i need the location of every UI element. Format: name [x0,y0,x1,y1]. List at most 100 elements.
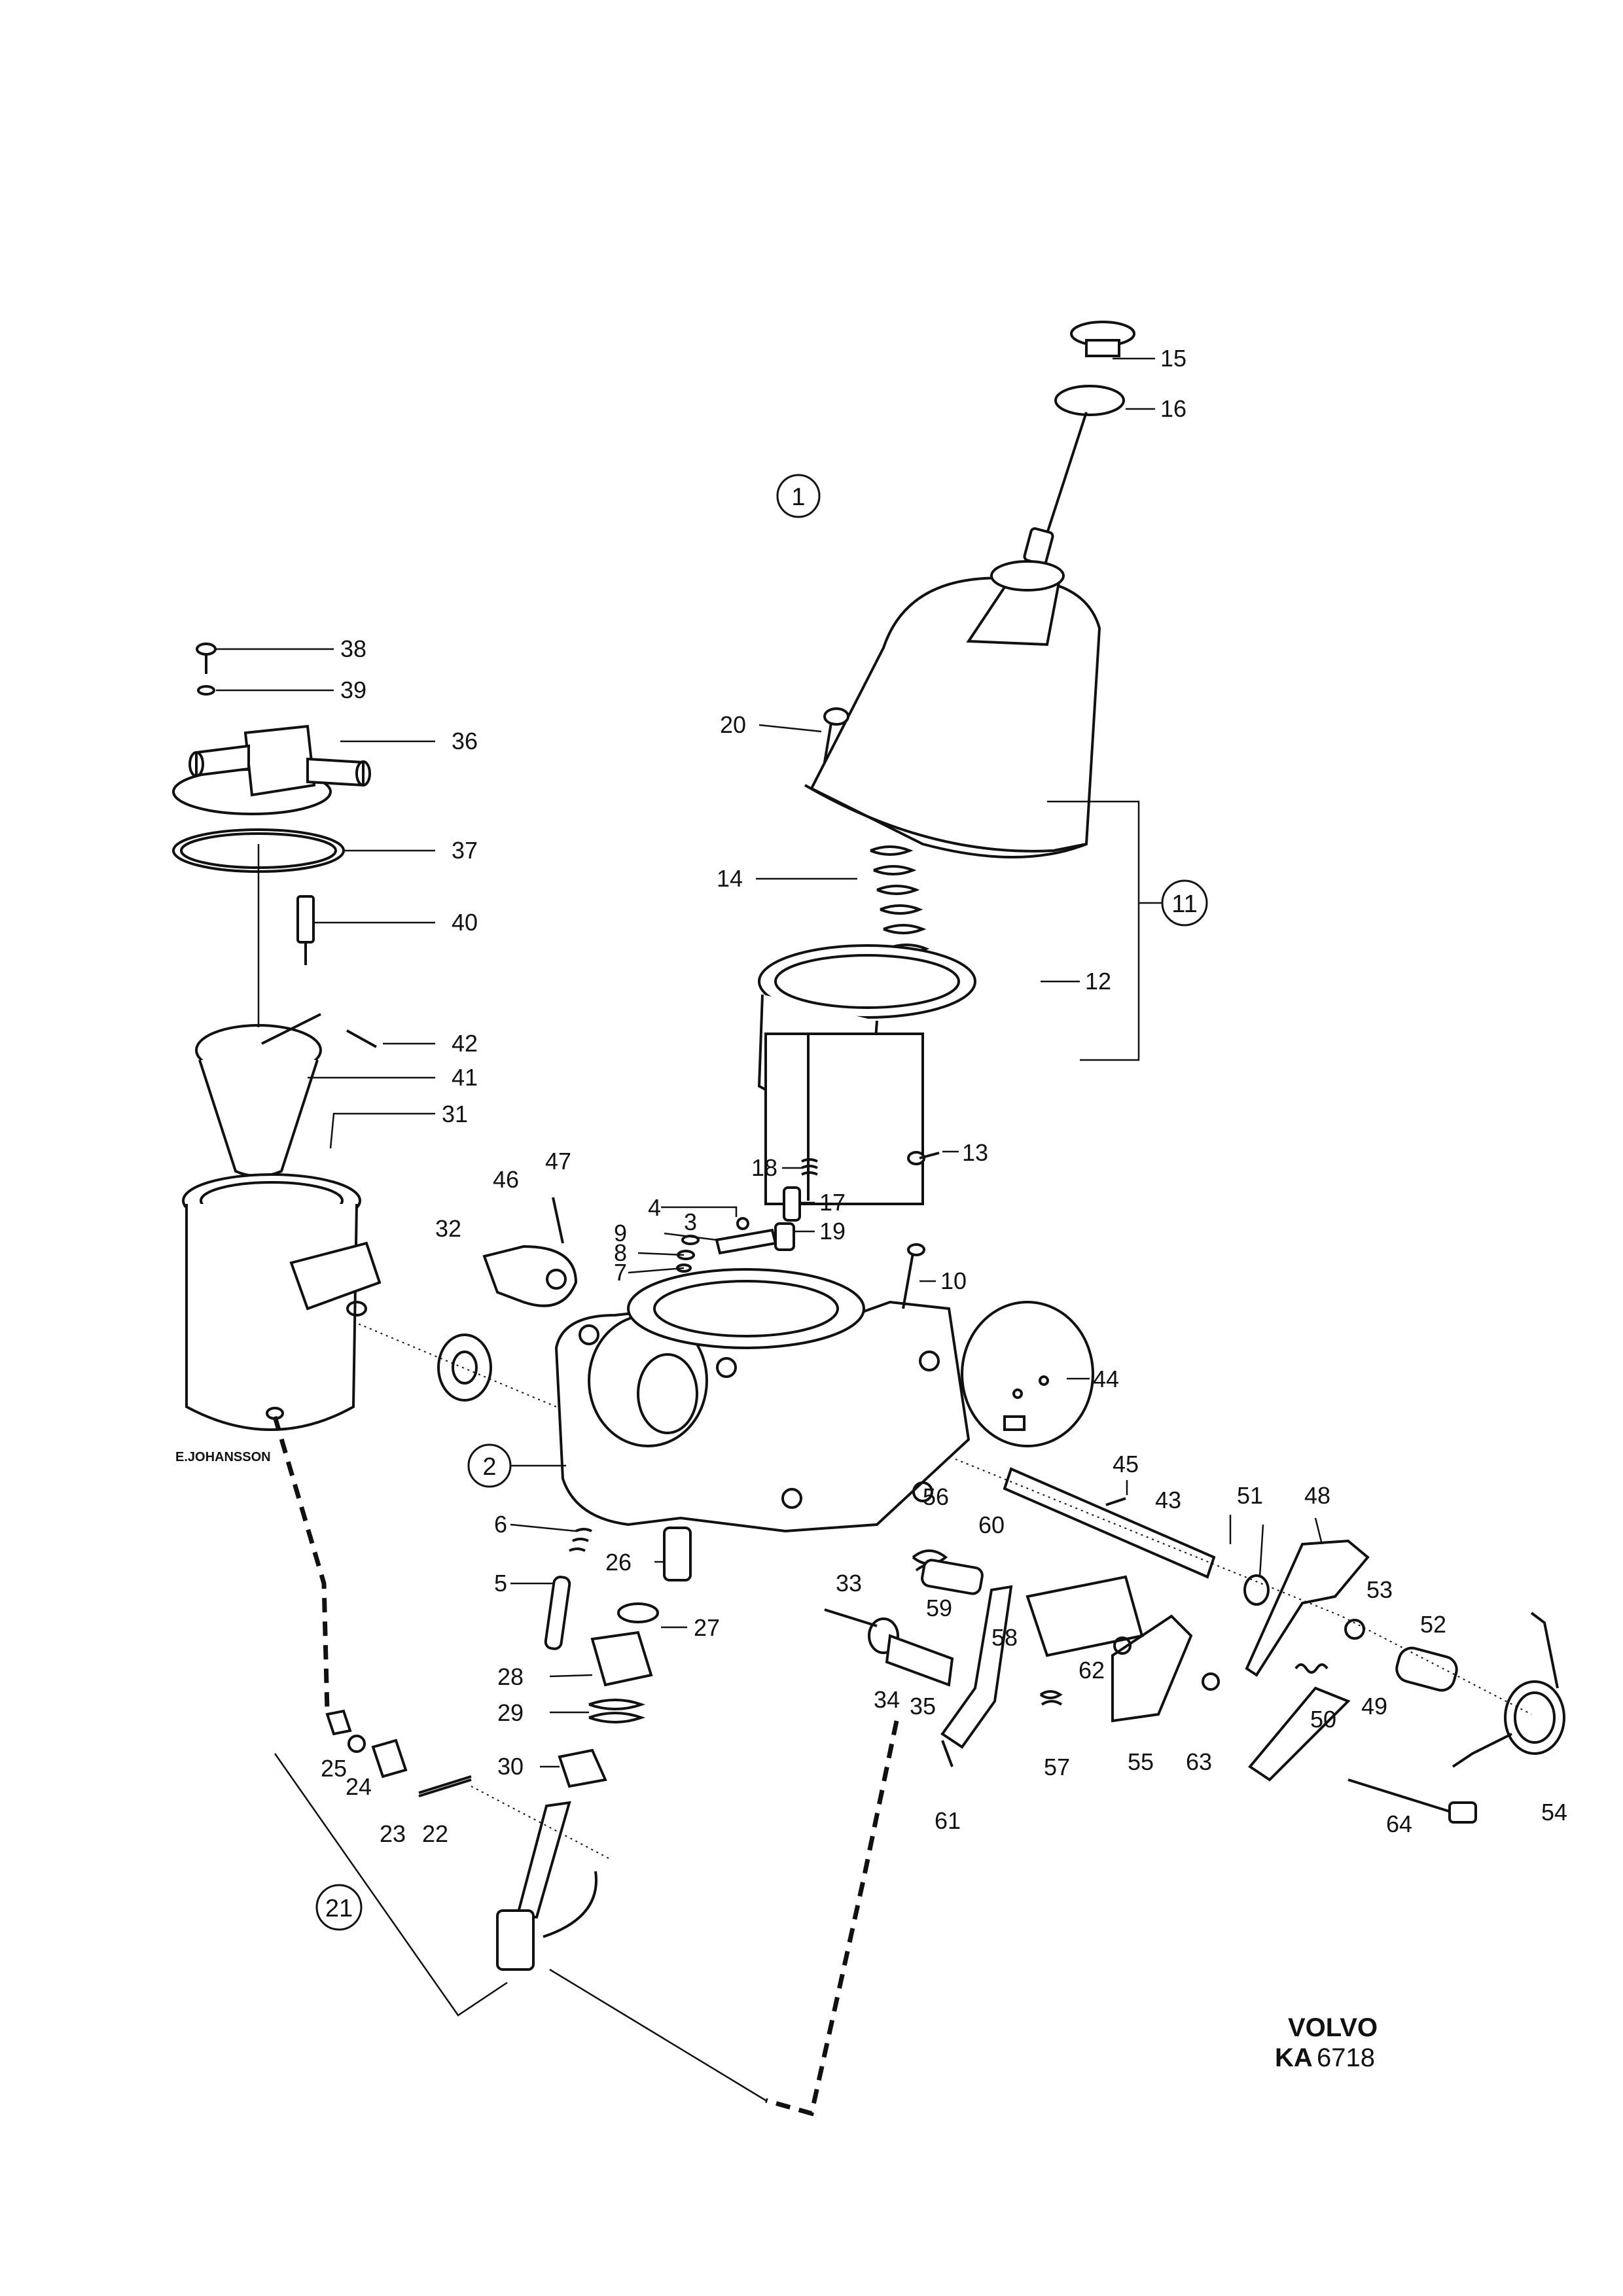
label-38: 38 [340,635,366,662]
label-43: 43 [1155,1487,1181,1513]
part-61-screw [941,1740,954,1767]
part-48-bracket [1245,1539,1370,1677]
throttle-linkage [824,1467,1565,1824]
label-41: 41 [452,1064,478,1091]
svg-text:11: 11 [1171,891,1197,918]
label-20: 20 [720,711,746,738]
label-50: 50 [1310,1706,1336,1733]
label-23: 23 [380,1820,406,1847]
part-54-return-spring [1452,1612,1565,1768]
part-39-washer [197,685,215,696]
part-60-cam [1026,1575,1144,1657]
leader-lines [216,357,1323,1768]
part-38-screw [196,643,217,674]
jet-pipe [543,1871,597,1938]
circled-label-11: 11 [1161,879,1208,927]
svg-text:2: 2 [482,1453,496,1481]
parts-22-25-union [325,1709,472,1797]
part-22-bolt [418,1775,472,1797]
label-15: 15 [1160,345,1186,372]
part-30-nut [558,1748,607,1788]
damper-piston [1023,527,1054,566]
label-36: 36 [452,728,478,754]
part-45-screw [1105,1497,1126,1506]
part-29-spring [588,1699,646,1723]
part-number-labels: 3 4 5 6 7 8 9 10 12 13 14 15 16 17 18 19… [321,345,1567,1847]
part-23-nut [371,1739,408,1778]
overflow-pipe-lower [765,1720,899,2117]
part-42-pin [346,1029,377,1048]
label-17: 17 [819,1189,846,1216]
label-51: 51 [1237,1482,1263,1509]
svg-text:1: 1 [791,484,805,511]
part-53-washer [1344,1619,1365,1640]
label-22: 22 [422,1820,448,1847]
label-34: 34 [874,1686,900,1713]
label-54: 54 [1541,1799,1567,1826]
part-12-piston [757,944,976,1205]
label-39: 39 [340,677,366,703]
label-53: 53 [1366,1576,1393,1603]
part-40-needle-valve [296,895,315,965]
label-31: 31 [442,1101,468,1127]
part-13-screw [907,1151,940,1165]
label-19: 19 [819,1218,846,1245]
overflow-pipe-upper [272,1416,330,1712]
label-49: 49 [1361,1693,1387,1720]
part-55-lever-plate [1111,1614,1193,1723]
part-2-carburettor-body [554,1268,971,1533]
label-64: 64 [1386,1810,1412,1837]
label-7: 7 [614,1259,627,1286]
circled-label-1: 1 [776,474,821,518]
part-10-head [907,1243,925,1256]
svg-text:21: 21 [325,1895,353,1922]
label-4: 4 [648,1194,661,1221]
label-14: 14 [717,865,743,892]
axis-union [471,1786,609,1859]
part-17-needle [783,1186,801,1222]
part-18-spring [801,1158,818,1176]
label-25: 25 [321,1755,347,1782]
label-52: 52 [1420,1611,1446,1638]
part-47-pin [552,1197,564,1244]
label-30: 30 [497,1753,524,1780]
part-36-float-chamber-lid [172,724,371,815]
part-51-washer [1243,1574,1270,1606]
circled-label-2: 2 [467,1443,512,1488]
part-64-head [1448,1801,1477,1824]
part-44-throttle-disc [961,1301,1094,1447]
part-15-damper-cap [1070,321,1135,357]
part-10-screw [902,1252,914,1309]
label-62: 62 [1079,1657,1105,1684]
part-19-holder [774,1222,795,1251]
float-chamber-assembly [172,643,382,1431]
part-6-spring [569,1528,592,1552]
part-35-bolt [885,1634,954,1687]
label-8: 8 [614,1239,627,1266]
label-61: 61 [935,1807,961,1834]
label-48: 48 [1304,1482,1330,1509]
label-40: 40 [452,909,478,936]
part-43-spindle [1003,1467,1216,1579]
axis-float-to-body [353,1321,557,1407]
label-24: 24 [346,1773,372,1800]
jet-tube [515,1801,571,1918]
part-50-lever [1248,1686,1351,1782]
label-35: 35 [910,1693,936,1720]
part-49-spring [1294,1663,1329,1674]
label-5: 5 [494,1570,507,1597]
label-9: 9 [614,1220,627,1246]
part-27-washer [617,1602,659,1623]
jet-body [496,1909,535,1971]
label-12: 12 [1085,968,1111,995]
circled-labels: 1 2 11 21 [315,474,1208,1931]
label-6: 6 [494,1511,507,1538]
part-26-jet-tube [663,1527,692,1581]
part-28-bearing [590,1631,653,1687]
part-31-float-chamber [182,1173,382,1431]
part-11-suction-chamber [804,560,1101,858]
damper-rod [1046,412,1088,534]
label-37: 37 [452,837,478,864]
label-26: 26 [605,1549,632,1576]
label-3: 3 [684,1209,697,1235]
